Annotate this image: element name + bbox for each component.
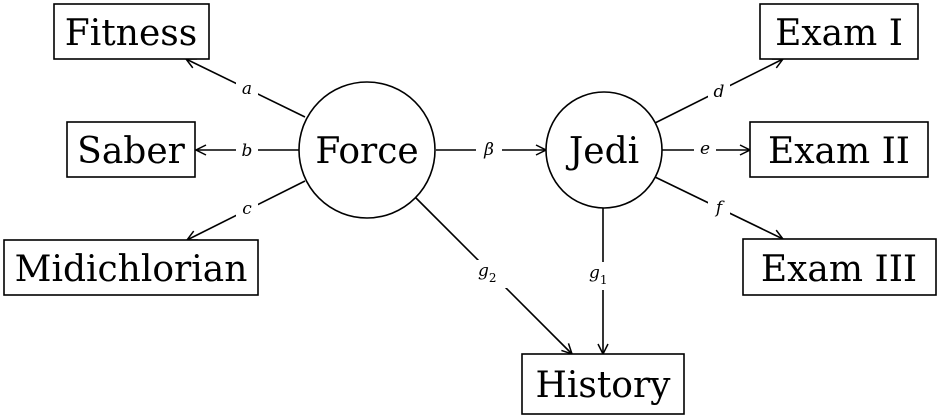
node-saber: Saber: [66, 121, 196, 178]
svg-text:Exam III: Exam III: [761, 249, 917, 290]
svg-text:f: f: [714, 198, 725, 218]
edge-label-g1: g1: [586, 262, 620, 290]
svg-text:c: c: [242, 199, 252, 219]
node-exam3: Exam III: [742, 238, 937, 296]
node-history: History: [521, 353, 685, 415]
edge-label-g2: g2: [474, 260, 510, 288]
svg-text:Midichlorian: Midichlorian: [15, 249, 248, 290]
edge-label-c: c: [236, 197, 258, 219]
svg-text:Force: Force: [315, 131, 418, 172]
g2-subscript: 2: [489, 271, 497, 285]
edge-label-b: b: [236, 139, 258, 161]
svg-text:b: b: [242, 141, 253, 161]
node-midichlorian: Midichlorian: [3, 239, 259, 296]
svg-text:a: a: [242, 79, 252, 99]
node-force: Force: [298, 81, 436, 219]
svg-text:Saber: Saber: [77, 131, 185, 172]
node-jedi: Jedi: [545, 91, 663, 209]
edge-label-f: f: [708, 196, 730, 220]
node-exam1: Exam I: [759, 3, 919, 60]
svg-text:β: β: [483, 140, 494, 160]
edge-label-a: a: [236, 77, 258, 99]
node-fitness: Fitness: [53, 3, 210, 60]
svg-text:Exam II: Exam II: [768, 131, 910, 172]
g1-subscript: 1: [600, 273, 608, 287]
svg-text:g1: g1: [589, 263, 608, 287]
node-exam2: Exam II: [749, 121, 929, 178]
svg-text:History: History: [535, 365, 671, 406]
svg-text:d: d: [714, 82, 725, 102]
svg-text:g2: g2: [478, 261, 497, 285]
svg-text:e: e: [700, 139, 710, 159]
svg-text:Fitness: Fitness: [65, 13, 197, 54]
edge-label-beta: β: [476, 137, 502, 161]
svg-text:Jedi: Jedi: [565, 131, 639, 172]
edge-label-e: e: [694, 139, 716, 161]
g1-base: g: [589, 263, 600, 283]
g2-base: g: [478, 261, 489, 281]
svg-text:Exam I: Exam I: [775, 13, 903, 54]
edge-label-d: d: [708, 80, 730, 102]
